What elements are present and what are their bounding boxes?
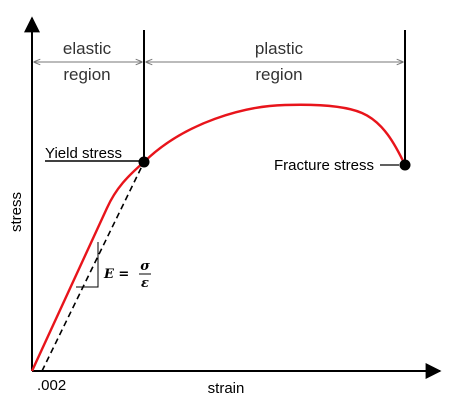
fracture-stress-label: Fracture stress bbox=[274, 157, 374, 174]
elastic-region-label-line1: elastic bbox=[63, 39, 112, 58]
modulus-equation-lhs: E = bbox=[103, 267, 129, 282]
stress-strain-curve bbox=[30, 103, 407, 372]
plastic-region-label-line2: region bbox=[255, 65, 302, 84]
fracture-point bbox=[399, 159, 411, 171]
slope-triangle bbox=[76, 242, 99, 288]
yield-stress-label: Yield stress bbox=[45, 145, 122, 162]
modulus-numerator: σ bbox=[140, 259, 150, 274]
offset-line bbox=[41, 161, 145, 372]
yield-point bbox=[138, 156, 150, 168]
x-axis-label: strain bbox=[208, 380, 245, 397]
offset-strain-label: .002 bbox=[37, 377, 66, 394]
modulus-denominator: ε bbox=[141, 276, 149, 291]
plastic-region-label-line1: plastic bbox=[255, 39, 304, 58]
elastic-region-label-line2: region bbox=[63, 65, 110, 84]
y-axis-label: stress bbox=[8, 192, 25, 232]
